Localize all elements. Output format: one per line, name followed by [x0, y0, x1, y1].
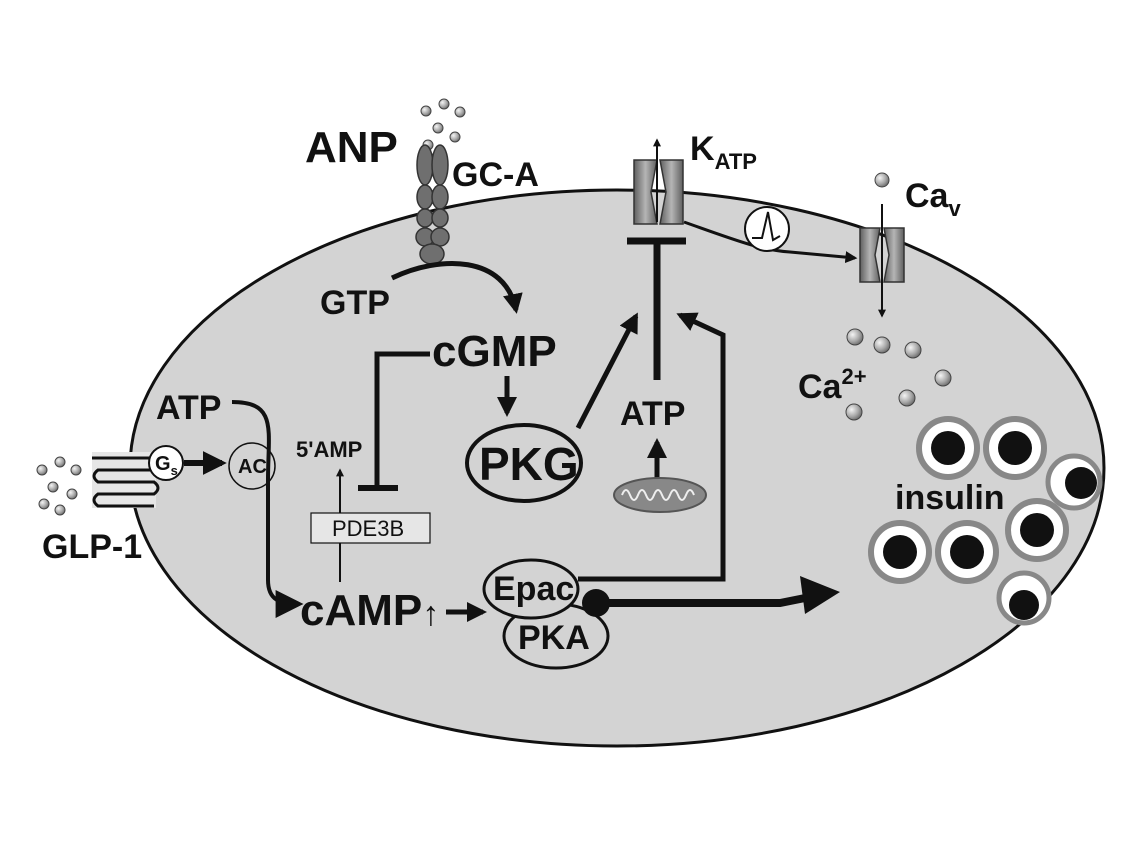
- ac-node: [228, 442, 276, 490]
- katp-channel-icon: [633, 159, 684, 225]
- camp-label: cAMP↑: [300, 586, 439, 635]
- epac-node: [482, 558, 580, 620]
- ca-ext-dot: [874, 172, 890, 188]
- mitochondrion-icon: [613, 477, 707, 513]
- ac-label: AC: [238, 456, 267, 478]
- gca-label: GC-A: [452, 156, 539, 194]
- pka-to-insulin-arrowhead: [800, 576, 840, 614]
- amp5-label: 5'AMP: [296, 437, 362, 462]
- atp-mito-label: ATP: [620, 395, 685, 433]
- ca2-label: Ca2+: [798, 364, 867, 406]
- cgmp-inhibits-pde3b: [374, 351, 430, 486]
- gs-label: Gs: [155, 453, 178, 478]
- gs-node: [148, 445, 184, 481]
- pkg-label: PKG: [479, 438, 579, 490]
- epac-label: Epac: [493, 570, 574, 608]
- pde3b-box: [310, 512, 431, 544]
- gtp-label: GTP: [320, 284, 390, 322]
- katp-label: KATP: [690, 130, 757, 174]
- glp1-receptor-icon: [92, 452, 160, 508]
- cgmp-label: cGMP: [432, 327, 557, 376]
- atp-left-label: ATP: [156, 389, 221, 427]
- pkg-to-katp-arrow: [575, 312, 639, 430]
- insulin-label: insulin: [895, 479, 1005, 517]
- katp-to-cav-arrow: [683, 220, 858, 264]
- ca-intracellular-dots: [845, 328, 952, 421]
- anp-label: ANP: [305, 123, 398, 172]
- atp-to-camp-arrow: [231, 400, 304, 618]
- epac-to-katp-arrow: [578, 312, 726, 582]
- action-potential-icon: [744, 206, 790, 252]
- pka-label: PKA: [518, 619, 590, 657]
- glp1-label: GLP-1: [42, 528, 142, 566]
- gca-receptor-icon: [415, 144, 450, 265]
- glp1-ligand-dots: [36, 456, 82, 516]
- cav-channel-icon: [859, 227, 905, 283]
- anp-ligand-dots: [420, 98, 466, 151]
- pka-epac-junction-dot: [582, 589, 610, 617]
- pkg-node: [465, 423, 583, 503]
- cav-label: Cav: [905, 177, 961, 221]
- pde3b-label: PDE3B: [332, 516, 404, 541]
- insulin-granules: [868, 416, 1103, 626]
- gtp-to-cgmp-arrow: [390, 261, 523, 314]
